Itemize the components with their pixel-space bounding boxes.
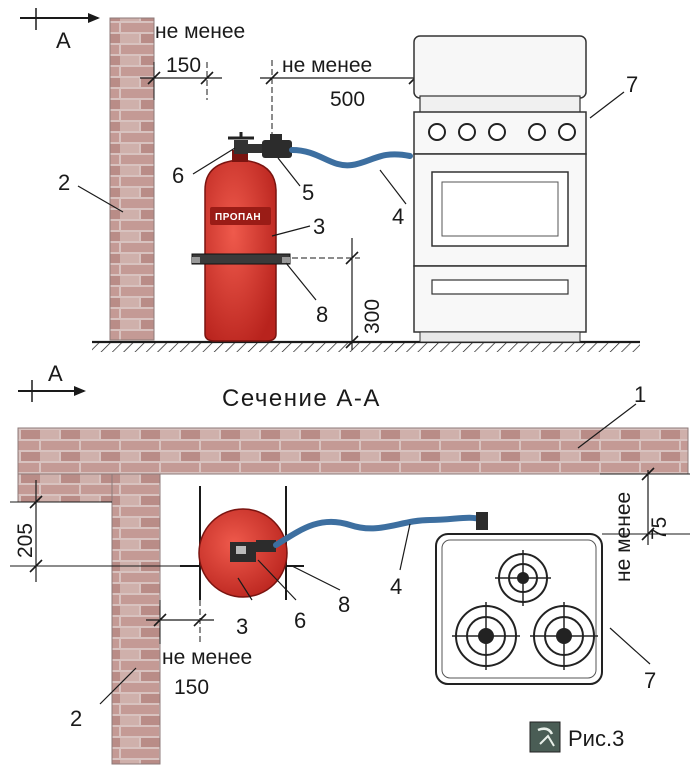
- dimension-stove-caption: не менее: [282, 54, 372, 77]
- section-title: Сечение А-А: [222, 385, 381, 412]
- dimension-cylinder-depth-value: 205: [14, 523, 37, 558]
- callout-wall: 2: [58, 170, 70, 195]
- section-cylinder: [198, 508, 288, 598]
- section-mark-top: А: [20, 8, 100, 53]
- floor: [92, 340, 640, 352]
- callout-section-stove: 7: [644, 668, 656, 693]
- dimension-side-wall-caption: не менее: [162, 646, 252, 669]
- callouts-top: 2 6 5 3 4 8 7: [58, 72, 638, 327]
- dimension-wall-value: 150: [166, 54, 201, 77]
- section-hose: [273, 514, 485, 548]
- callout-clamp: 8: [316, 302, 328, 327]
- dimension-stove-wall-caption: не менее: [612, 492, 635, 582]
- back-wall: [17, 427, 689, 475]
- callout-hose: 4: [392, 204, 404, 229]
- callouts-section: 1 2 3 6 8 4 7: [70, 382, 656, 731]
- callout-section-hose: 4: [390, 574, 402, 599]
- section-stove: [435, 533, 603, 685]
- logo-icon: [529, 721, 561, 753]
- dimension-clamp-height-value: 300: [361, 299, 384, 334]
- dimension-wall-gap: не менее 150: [140, 20, 245, 100]
- dimension-stove-gap: не менее 500: [260, 54, 428, 140]
- burner-front-left: [452, 602, 520, 670]
- cylinder-brand-label: ПРОПАН: [215, 212, 261, 223]
- gas-hose: [289, 147, 413, 169]
- dimension-stove-wall-value: 75: [648, 517, 671, 540]
- callout-section-valve: 6: [294, 608, 306, 633]
- dimension-stove-wall-gap: не менее 75: [600, 467, 690, 582]
- cylinder-valve: [228, 132, 262, 154]
- callout-valve: 6: [172, 163, 184, 188]
- gas-cylinder: ПРОПАН: [204, 150, 277, 342]
- section-view: А Сечение А-А 205: [10, 361, 690, 765]
- callout-section-clamp: 8: [338, 592, 350, 617]
- burner-back: [495, 550, 551, 606]
- burner-front-right: [530, 602, 598, 670]
- dimension-side-wall-value: 150: [174, 676, 209, 699]
- dimension-stove-value: 500: [330, 88, 365, 111]
- side-wall: [111, 473, 161, 765]
- callout-cylinder: 3: [313, 214, 325, 239]
- section-mark-top-label: А: [56, 28, 71, 53]
- callout-stove: 7: [626, 72, 638, 97]
- dimension-cylinder-depth: 205: [10, 480, 200, 582]
- section-mark-bottom-label: А: [48, 361, 63, 386]
- brick-wall: [109, 17, 155, 341]
- gas-stove: [413, 35, 587, 343]
- dimension-side-wall-gap: не менее 150: [146, 600, 252, 699]
- wall-clamp: [191, 253, 291, 265]
- callout-side-wall: 2: [70, 706, 82, 731]
- callout-reducer: 5: [302, 180, 314, 205]
- section-mark-bottom: А: [18, 361, 86, 402]
- callout-back-wall: 1: [634, 382, 646, 407]
- figure-caption-text: Рис.3: [568, 726, 624, 751]
- dimension-wall-caption: не менее: [155, 20, 245, 43]
- callout-section-cylinder: 3: [236, 614, 248, 639]
- front-view: А не менее 150 не менее 500: [20, 8, 640, 352]
- figure-caption: Рис.3: [529, 721, 624, 753]
- pressure-reducer: [262, 134, 292, 158]
- dimension-clamp-height: 300: [292, 238, 384, 350]
